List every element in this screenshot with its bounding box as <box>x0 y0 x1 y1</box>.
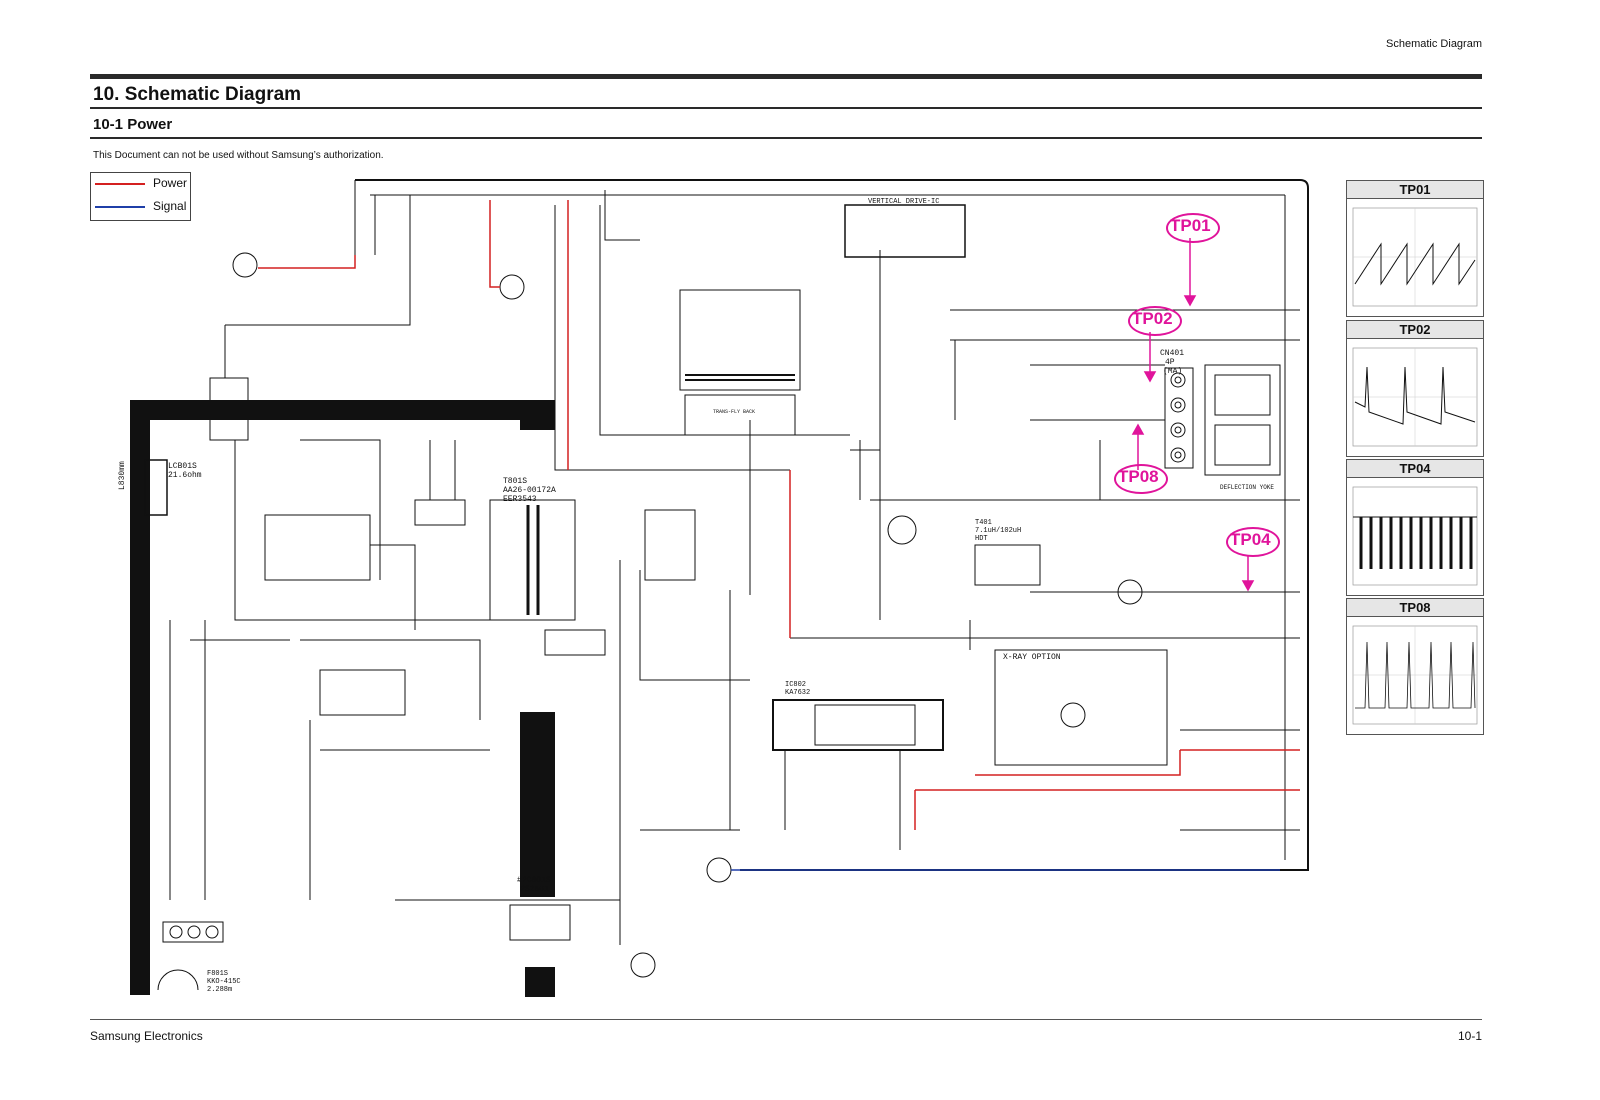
tp01-waveform <box>1352 207 1478 307</box>
cn401-type: (MA) <box>1163 367 1183 376</box>
tp01-panel: TP01 <box>1346 180 1484 317</box>
lcb01-label: LCB01S <box>168 462 197 471</box>
tp04-marker <box>1226 527 1280 557</box>
pc801-ref: #PC801S <box>517 876 551 885</box>
flyback-label: TRANS-FLY BACK <box>713 409 756 415</box>
cn401-label: CN401 <box>1160 349 1185 358</box>
t401-type: HDT <box>975 535 988 543</box>
fuse-value: 2.288m <box>207 986 233 994</box>
tp01-panel-title: TP01 <box>1347 181 1483 199</box>
legend: Power Signal <box>90 172 191 221</box>
tp01-tag: TP01 <box>1170 216 1211 235</box>
tp01-marker <box>1166 213 1220 243</box>
tp04-panel-title: TP04 <box>1347 460 1483 478</box>
t801-ref: T801S <box>503 477 528 486</box>
tp08-tag: TP08 <box>1118 467 1159 486</box>
tp02-panel-title: TP02 <box>1347 321 1483 339</box>
legend-label-signal: Signal <box>153 199 187 213</box>
xray-option-label: X-RAY OPTION <box>1003 653 1061 662</box>
pc801-part: PS2561 <box>520 885 549 894</box>
tp08-panel-title: TP08 <box>1347 599 1483 617</box>
tp08-marker <box>1114 464 1168 494</box>
tp04-waveform <box>1352 486 1478 586</box>
footer-company: Samsung Electronics <box>90 1029 203 1043</box>
tp04-tag: TP04 <box>1230 530 1271 549</box>
t801-part: AA26-00172A <box>503 486 556 495</box>
deflection-yoke-label: DEFLECTION YOKE <box>1220 484 1275 491</box>
legend-swatch-signal <box>95 206 145 208</box>
fuse-ref: F801S <box>207 970 229 978</box>
title-underline <box>90 107 1482 109</box>
authorization-notice: This Document can not be used without Sa… <box>93 150 384 161</box>
section-label: Schematic Diagram <box>1386 38 1482 50</box>
section-subtitle: 10-1 Power <box>93 116 173 133</box>
fuse-part: KKO-415C <box>207 978 241 986</box>
wire-length-label: L830mm <box>118 461 127 490</box>
legend-label-power: Power <box>153 176 188 190</box>
ic802-ref: IC802 <box>785 681 807 689</box>
title-rule <box>90 74 1482 79</box>
tp02-waveform <box>1352 347 1478 447</box>
tp08-panel: TP08 <box>1346 598 1484 735</box>
page-title: 10. Schematic Diagram <box>93 84 302 105</box>
legend-swatch-power <box>95 183 145 185</box>
vertical-ic-label: VERTICAL DRIVE-IC <box>868 198 940 206</box>
t401-ref: T401 <box>975 519 992 527</box>
tp02-panel: TP02 <box>1346 320 1484 457</box>
tp04-panel: TP04 <box>1346 459 1484 596</box>
tp02-marker <box>1128 306 1182 336</box>
ic802-part: KA7632 <box>785 689 811 697</box>
lcb01-value: 21.6ohm <box>168 471 202 480</box>
t801-code: EER3543 <box>503 495 537 504</box>
footer-page-number: 10-1 <box>1457 1029 1482 1043</box>
footer-rule <box>90 1019 1482 1020</box>
tp02-tag: TP02 <box>1132 309 1173 328</box>
subtitle-underline <box>90 137 1482 139</box>
tp08-waveform <box>1352 625 1478 725</box>
legend-item-signal: Signal <box>91 197 190 217</box>
legend-item-power: Power <box>91 174 190 194</box>
cn401-pins: 4P <box>1165 358 1175 367</box>
t401-value: 7.1uH/102uH <box>975 527 1022 535</box>
